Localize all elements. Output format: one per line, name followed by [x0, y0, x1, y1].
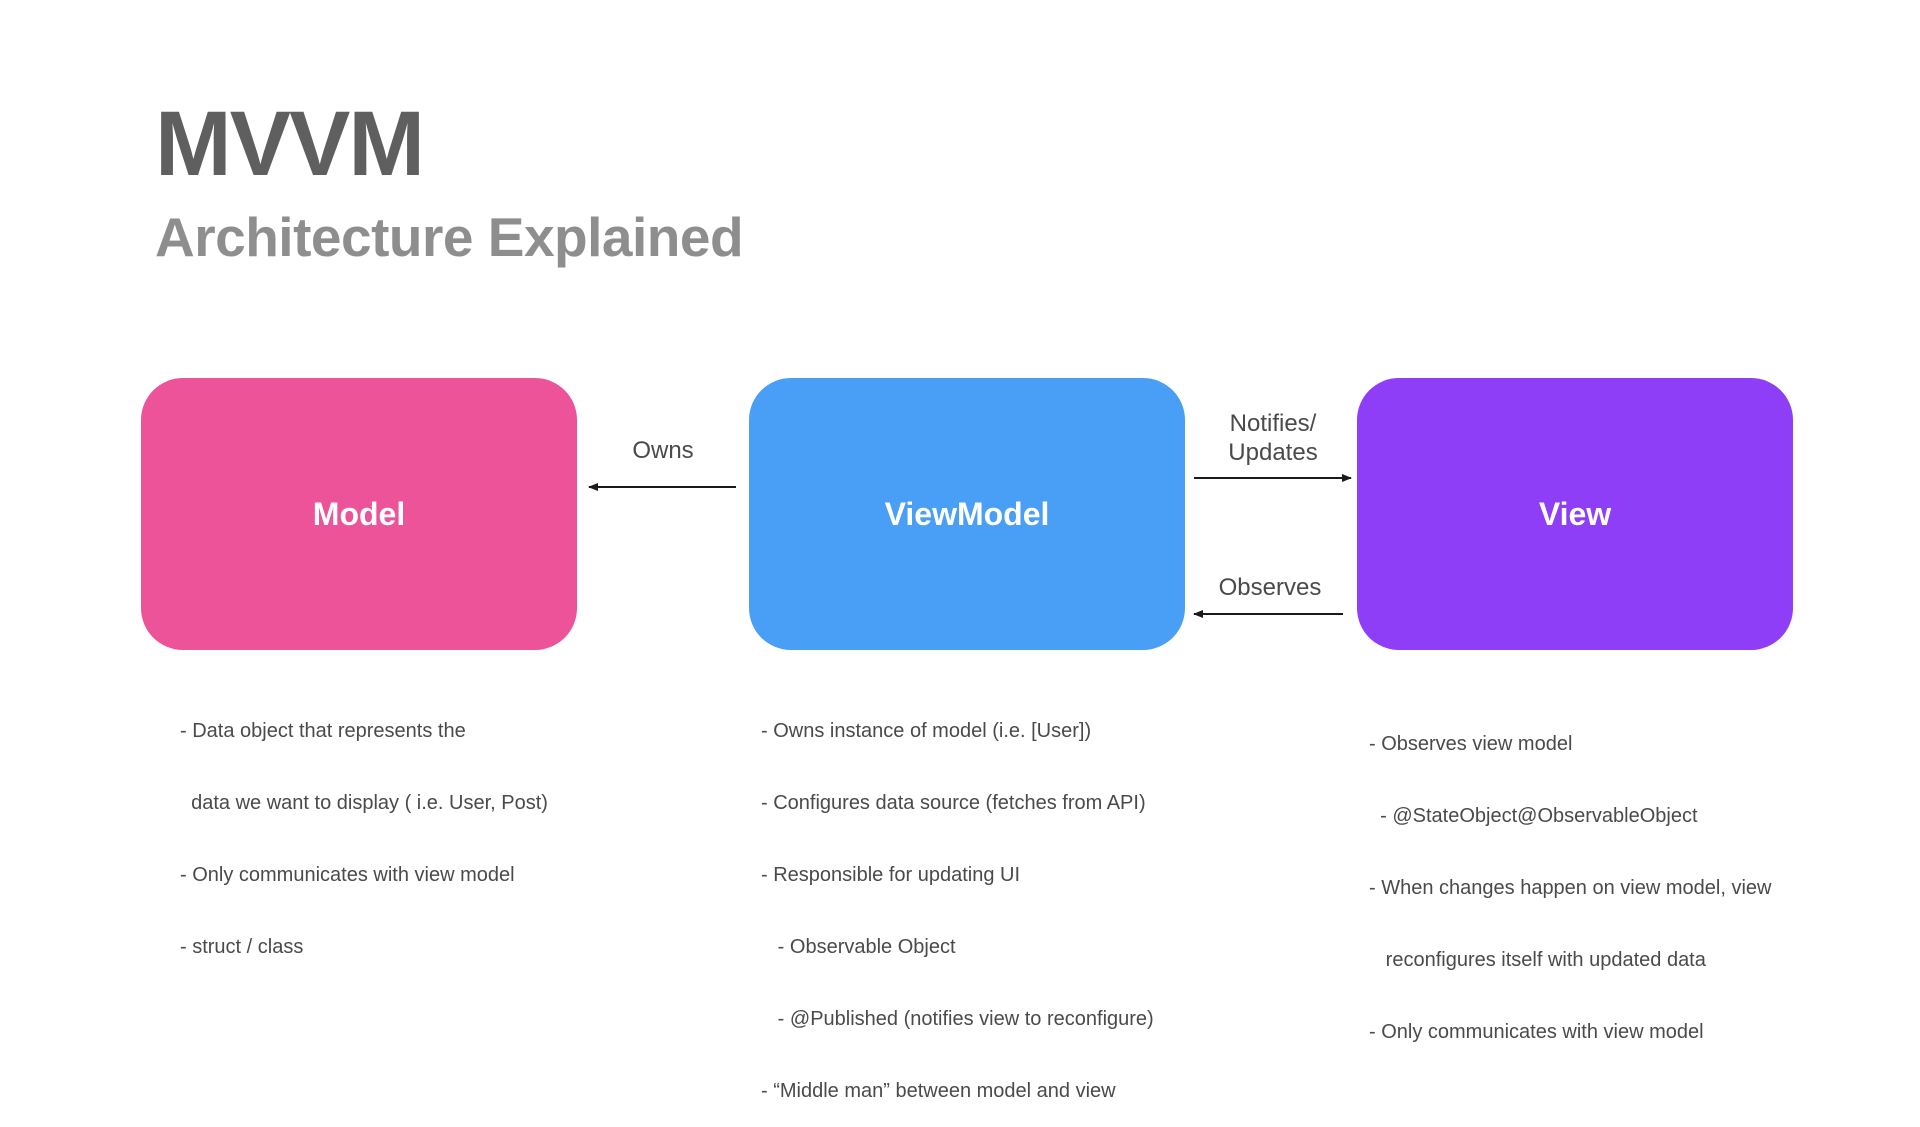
model-note: - Data object that represents the — [180, 720, 466, 742]
view-note: - @StateObject@ObservableObject — [1369, 805, 1698, 827]
model-note: - struct / class — [180, 936, 304, 958]
observes-edge-label: Observes — [1218, 574, 1322, 601]
view-note: - Observes view model — [1369, 733, 1573, 755]
model-note: data we want to display ( i.e. User, Pos… — [180, 792, 548, 814]
page-subtitle: Architecture Explained — [155, 206, 744, 268]
notifies-edge-label: Notifies/ Updates — [1228, 410, 1318, 466]
viewmodel-label: ViewModel — [884, 495, 1050, 532]
edge-arrows — [588, 474, 1352, 618]
page-title: MVVM — [155, 93, 425, 195]
view-note: - When changes happen on view model, vie… — [1369, 877, 1772, 899]
view-label: View — [1538, 495, 1612, 532]
view-note: reconfigures itself with updated data — [1369, 949, 1706, 971]
viewmodel-note: - Observable Object — [761, 936, 956, 958]
model-notes: - Data object that represents the data w… — [180, 671, 548, 983]
model-label: Model — [312, 495, 406, 532]
viewmodel-note: - Owns instance of model (i.e. [User]) — [761, 720, 1092, 742]
viewmodel-note: - “Middle man” between model and view — [761, 1080, 1116, 1102]
viewmodel-note: - @Published (notifies view to reconfigu… — [761, 1008, 1154, 1030]
owns-edge-label: Owns — [632, 437, 694, 464]
viewmodel-box: ViewModel — [749, 378, 1185, 650]
viewmodel-note: - Responsible for updating UI — [761, 864, 1021, 886]
model-note: - Only communicates with view model — [180, 864, 515, 886]
model-box: Model — [141, 378, 577, 650]
viewmodel-note: - Configures data source (fetches from A… — [761, 792, 1146, 814]
view-note: - Only communicates with view model — [1369, 1021, 1704, 1043]
view-notes: - Observes view model - @StateObject@Obs… — [1369, 684, 1771, 1068]
view-box: View — [1357, 378, 1793, 650]
